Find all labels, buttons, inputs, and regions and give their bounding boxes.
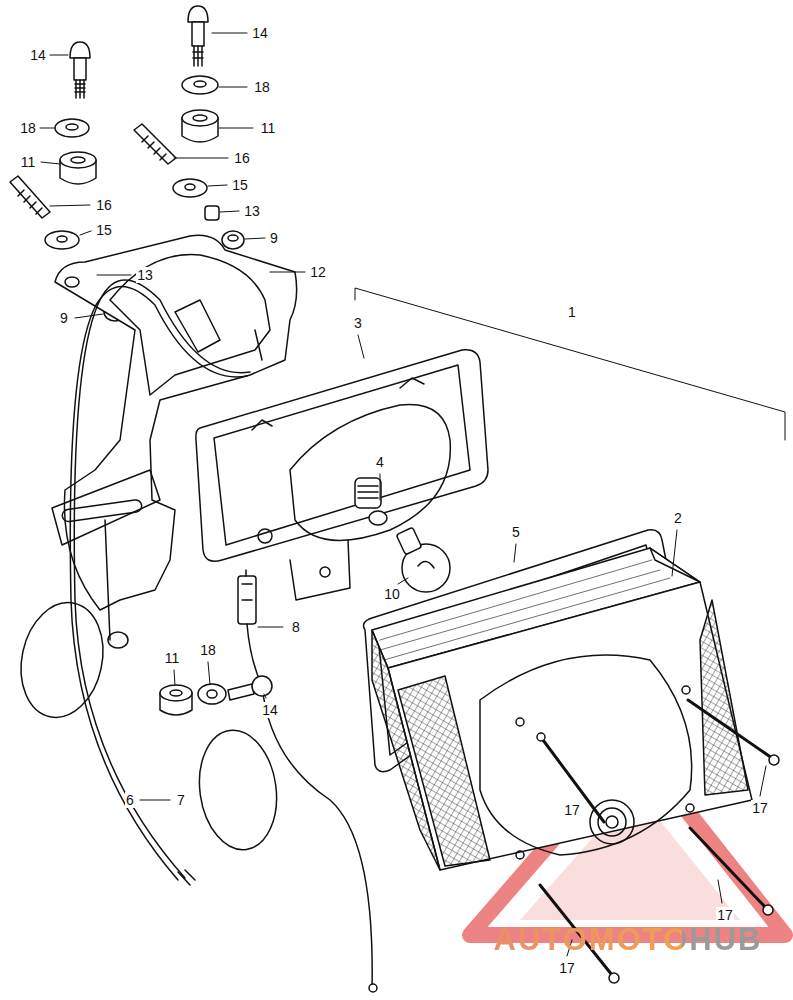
callout-number: 5 [511,524,521,540]
callout-number: 18 [19,120,37,136]
callout-number: 12 [309,264,327,280]
callout-number: 3 [353,315,363,331]
callout-number: 14 [251,25,269,41]
callout-number: 7 [176,792,186,808]
callout-number: 17 [563,802,581,818]
callout-number: 11 [164,650,181,666]
callout-number: 14 [29,47,47,63]
callout-number: 1 [567,304,577,320]
callout-number: 14 [261,702,279,718]
callout-number: 9 [269,230,279,246]
callout-number: 16 [95,197,113,213]
callout-number: 4 [375,454,385,470]
callout-number: 6 [125,792,135,808]
callout-number: 17 [716,907,734,923]
callout-number: 2 [673,510,683,526]
callout-number: 8 [291,619,301,635]
callout-number: 10 [383,586,401,602]
callout-number: 17 [751,800,769,816]
callout-number: 15 [95,222,113,238]
watermark: AUTOMOTOHUB [494,923,763,957]
callout-number: 9 [59,310,69,326]
callout-number: 11 [20,154,37,170]
callout-number: 16 [233,150,251,166]
callout-number: 15 [231,177,249,193]
callout-number: 13 [243,203,261,219]
callout-number: 11 [260,120,277,136]
callout-number: 13 [136,267,154,283]
callout-number: 17 [558,960,576,976]
callout-number: 18 [253,79,271,95]
callout-number: 18 [199,642,217,658]
